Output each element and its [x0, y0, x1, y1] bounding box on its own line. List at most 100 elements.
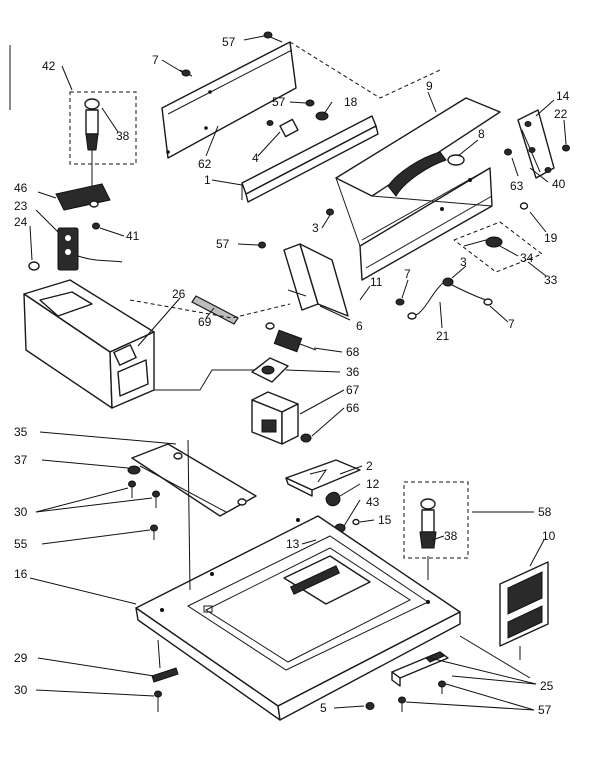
part-cover-2 — [285, 459, 361, 497]
part-12 — [325, 491, 341, 507]
part-console-panel-9 — [335, 97, 501, 281]
assembly-outline — [289, 41, 441, 99]
callout-62: 62 — [198, 157, 212, 171]
part-door-switch-42 — [69, 91, 137, 200]
part-angle-rail — [241, 115, 379, 203]
callout-14: 14 — [556, 89, 570, 103]
callout-26: 26 — [172, 287, 186, 301]
callout-37: 37 — [14, 453, 28, 467]
part-end-cap-14 — [517, 109, 555, 179]
callout-42: 42 — [42, 59, 56, 73]
callout-68: 68 — [346, 345, 360, 359]
screw-57-mid — [258, 241, 266, 249]
screws-30-upper — [128, 480, 160, 508]
callout-55: 55 — [14, 537, 28, 551]
callout-19: 19 — [544, 231, 558, 245]
screw-57-top — [263, 31, 283, 43]
nut-24 — [28, 261, 40, 271]
callout-57a: 57 — [222, 35, 236, 49]
callout-8: 8 — [478, 127, 485, 141]
callout-labels: 57 7 42 38 57 18 9 14 22 62 4 1 8 63 40 … — [14, 35, 570, 717]
callout-25: 25 — [540, 679, 554, 693]
callout-16: 16 — [14, 567, 28, 581]
callout-46: 46 — [14, 181, 28, 195]
callout-41: 41 — [126, 229, 140, 243]
screw-7-left — [179, 69, 193, 77]
part-plate-46 — [55, 183, 111, 211]
callout-1: 1 — [204, 173, 211, 187]
part-bracket-4 — [266, 118, 299, 138]
screw-66 — [300, 433, 312, 443]
callout-22: 22 — [554, 107, 568, 121]
callout-63: 63 — [510, 179, 524, 193]
part-29 — [151, 667, 179, 683]
callout-10: 10 — [542, 529, 556, 543]
screw-41 — [92, 222, 100, 230]
callout-7a: 7 — [152, 53, 159, 67]
callout-67: 67 — [346, 383, 360, 397]
callout-34: 34 — [520, 251, 534, 265]
callout-33: 33 — [544, 273, 558, 287]
leader-vertical-35 — [187, 439, 191, 591]
part-bar-69 — [191, 295, 239, 325]
callout-69: 69 — [198, 315, 212, 329]
callout-12: 12 — [366, 477, 380, 491]
part-relay-67 — [251, 391, 299, 445]
callout-13: 13 — [286, 537, 300, 551]
part-base-16 — [135, 515, 461, 721]
screw-7-right — [395, 298, 405, 306]
part-rear-panel — [161, 41, 297, 159]
callout-66: 66 — [346, 401, 360, 415]
callout-58: 58 — [538, 505, 552, 519]
part-grille-10 — [499, 561, 549, 660]
screw-40 — [519, 202, 529, 210]
callout-3a: 3 — [312, 221, 319, 235]
callout-38b: 38 — [444, 529, 458, 543]
part-clip-18 — [305, 99, 329, 121]
callout-21: 21 — [436, 329, 450, 343]
callout-3b: 3 — [460, 255, 467, 269]
callout-29: 29 — [14, 651, 28, 665]
callout-57b: 57 — [272, 95, 286, 109]
callout-23: 23 — [14, 199, 28, 213]
part-wire-harness-21 — [407, 277, 493, 320]
leader-lines — [29, 35, 567, 711]
housing-dash — [129, 299, 291, 319]
callout-4: 4 — [252, 151, 259, 165]
callout-36: 36 — [346, 365, 360, 379]
callout-6: 6 — [356, 319, 363, 333]
callout-30b: 30 — [14, 683, 28, 697]
callout-35: 35 — [14, 425, 28, 439]
callout-11: 11 — [370, 275, 383, 289]
part-15 — [352, 518, 360, 526]
screw-30-lower — [154, 690, 162, 712]
callout-57c: 57 — [216, 237, 230, 251]
callout-5: 5 — [320, 701, 327, 715]
part-switch-23 — [57, 227, 123, 271]
screw-55 — [150, 524, 158, 540]
part-control-housing-26 — [23, 279, 155, 409]
callout-24: 24 — [14, 215, 28, 229]
screws-57-lower — [398, 680, 446, 712]
part-switch-68 — [265, 322, 317, 353]
screw-22 — [562, 144, 570, 152]
part-harness-8 — [387, 151, 465, 197]
part-switch-cover-11 — [283, 243, 349, 317]
part-bracket-25 — [391, 651, 449, 687]
callout-43: 43 — [366, 495, 380, 509]
callout-18: 18 — [344, 95, 358, 109]
part-bracket-35 — [127, 443, 257, 517]
part-switch-58 — [403, 481, 469, 580]
screw-3-left — [326, 208, 334, 216]
part-knob-34 — [453, 221, 544, 273]
callout-57d: 57 — [538, 703, 552, 717]
housing-outline — [154, 369, 270, 391]
callout-40: 40 — [552, 177, 566, 191]
callout-30a: 30 — [14, 505, 28, 519]
callout-9: 9 — [426, 79, 433, 93]
part-5 — [365, 702, 375, 710]
callout-7c: 7 — [508, 317, 515, 331]
screw-63 — [504, 148, 512, 156]
callout-15: 15 — [378, 513, 392, 527]
